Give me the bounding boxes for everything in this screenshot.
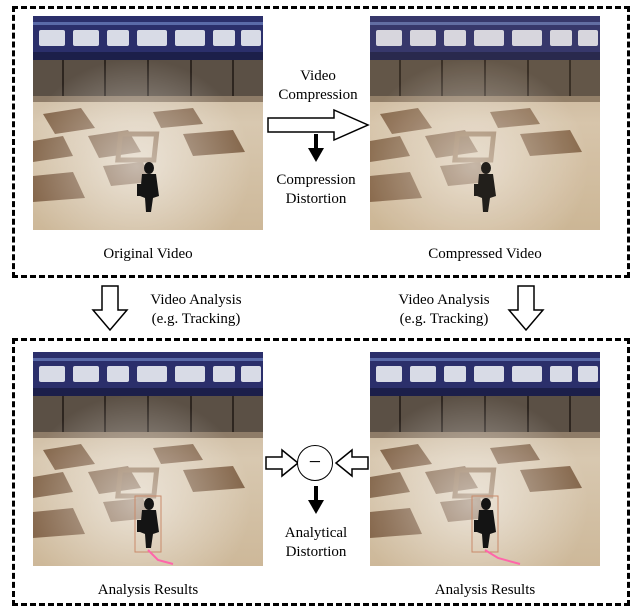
right-analysis-label: Video Analysis (e.g. Tracking) xyxy=(374,291,514,329)
right-analysis-arrow xyxy=(507,285,545,332)
analytical-distortion-line1: Analytical xyxy=(284,525,348,541)
analysis-results-right-caption: Analysis Results xyxy=(434,582,536,598)
left-analysis-line2: (e.g. Tracking) xyxy=(151,311,241,327)
video-compression-line2: Compression xyxy=(278,87,358,103)
right-analysis-line2: (e.g. Tracking) xyxy=(399,311,489,327)
subtract-symbol: − xyxy=(308,449,322,474)
compression-distortion-arrow xyxy=(308,134,324,162)
left-into-subtract-arrow xyxy=(265,448,300,478)
compression-arrow xyxy=(267,108,370,142)
right-analysis-line1: Video Analysis xyxy=(398,292,490,308)
compressed-video-frame xyxy=(370,16,600,230)
compression-distortion-label: Compression Distortion xyxy=(266,171,366,209)
analytical-distortion-label: Analytical Distortion xyxy=(266,524,366,562)
bottom-panel xyxy=(12,338,630,606)
right-into-subtract-arrow xyxy=(334,448,369,478)
compression-distortion-line2: Distortion xyxy=(285,191,347,207)
video-compression-label: Video Compression xyxy=(268,67,368,105)
left-analysis-arrow xyxy=(91,285,129,332)
video-compression-line1: Video xyxy=(300,68,336,84)
analytical-distortion-arrow xyxy=(308,486,324,514)
left-analysis-line1: Video Analysis xyxy=(150,292,242,308)
left-analysis-label: Video Analysis (e.g. Tracking) xyxy=(126,291,266,329)
analysis-results-right-frame xyxy=(370,352,600,566)
compression-distortion-line1: Compression xyxy=(276,172,356,188)
original-video-caption: Original Video xyxy=(103,246,193,262)
analysis-results-left-caption: Analysis Results xyxy=(97,582,199,598)
compressed-video-caption: Compressed Video xyxy=(428,246,542,262)
subtract-circle: − xyxy=(297,445,333,481)
top-panel xyxy=(12,6,630,278)
analytical-distortion-line2: Distortion xyxy=(285,544,347,560)
original-video-frame xyxy=(33,16,263,230)
analysis-results-left-frame xyxy=(33,352,263,566)
